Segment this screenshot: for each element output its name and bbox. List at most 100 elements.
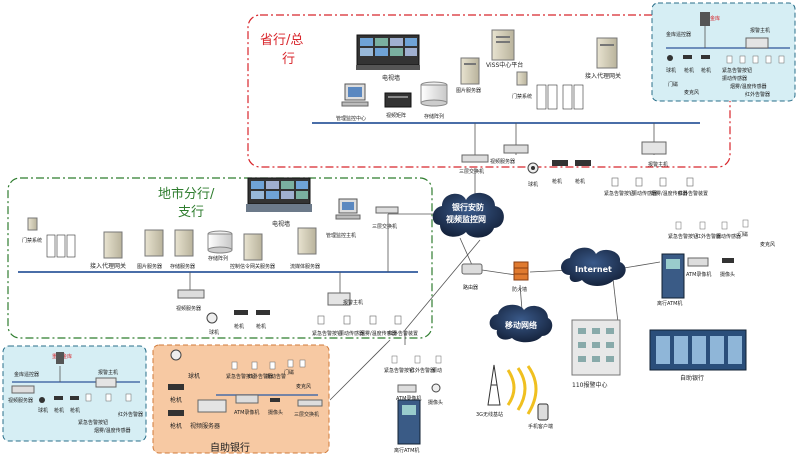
atm-right-mic-label: 麦克风 [760, 241, 775, 248]
vault-left-region [2, 345, 147, 442]
vault-top-alarm-host [745, 37, 769, 49]
vault-left-remote-label: 金库遥控器 [14, 371, 39, 378]
self-service-video-server-label: 视频服务器 [190, 422, 220, 430]
province-door-panels [536, 84, 584, 110]
vault-top-sensors [726, 55, 785, 64]
base-station-label: 3G无线基站 [476, 411, 503, 418]
atm-center-emergency-label: 紧急告警按钮 [384, 367, 414, 374]
self-service-ptz-label: 枪机 [170, 422, 182, 430]
self-service-title: 自助银行 [210, 441, 250, 454]
city-video-server-label: 视频服务器 [176, 305, 201, 312]
vault-top-alarm-host-label: 报警主机 [750, 27, 770, 34]
province-video-server-label: 视频服务器 [490, 158, 515, 165]
province-ir-label: 红外告警装置 [678, 190, 708, 197]
self-service-dome [170, 349, 182, 361]
atm-center-sensors [391, 355, 442, 364]
city-ctrl-server-label: 控制信令网关服务器 [230, 263, 275, 270]
province-gun-camera-1 [552, 160, 568, 166]
province-alarm-host [641, 141, 667, 155]
province-emergency-label: 紧急告警按钮 [604, 190, 634, 197]
city-cameras [206, 310, 270, 324]
city-title-line2: 支行 [178, 205, 204, 220]
router-icon [461, 263, 483, 275]
city-gateway-label: 接入代理网关 [90, 262, 126, 270]
self-service-camera [270, 398, 280, 402]
security-net-cloud [432, 192, 504, 238]
self-service-ir-label: 红外告警器 [248, 373, 273, 380]
firewall-icon [513, 261, 529, 281]
atm-center-machine [397, 399, 421, 445]
mobile-client-label: 手机客户端 [528, 423, 553, 430]
vault-top-vibration-label: 振动传感器 [722, 75, 747, 82]
vault-left-cameras [39, 396, 79, 403]
city-mgmt-label: 管理监控主机 [326, 232, 356, 239]
mobile-phone-icon [537, 403, 549, 421]
vault-top-remote-label: 金库遥控器 [666, 31, 691, 38]
city-gun2-label: 枪机 [256, 323, 266, 330]
vault-left-video-server [11, 385, 35, 394]
self-service-camera-label: 摄像头 [268, 409, 283, 416]
province-tv-wall-label: 电视墙 [382, 74, 400, 82]
province-mgmt-label: 管理监控中心 [336, 115, 366, 122]
security-net-label-1: 银行安防 [451, 202, 484, 212]
self-service-l3-switch-label: 三层交换机 [294, 411, 319, 418]
city-gun1-label: 枪机 [234, 323, 244, 330]
self-bank-right-label: 自助银行 [680, 374, 704, 382]
vault-top-gun1-label: 枪机 [684, 67, 694, 74]
province-image-server [460, 57, 480, 85]
vault-top-title: 重要金库 [700, 15, 720, 22]
atm-right-label: 离行ATM机 [657, 300, 682, 307]
city-storage-server-label: 存储服务器 [170, 263, 195, 270]
city-title-line1: 地市分行/ [158, 186, 215, 202]
province-gun2-label: 枪机 [575, 178, 585, 185]
vault-left-gun2-label: 枪机 [70, 407, 80, 414]
self-service-mic-label: 麦克风 [296, 383, 311, 390]
atm-right-recorder-label: ATM录像机 [686, 271, 711, 278]
atm-center-recorder-label: ATM录像机 [396, 395, 421, 402]
atm-right-vibration-label: 振动传感器 [716, 233, 741, 240]
city-door-system [27, 217, 38, 231]
self-service-atm-recorder [235, 394, 259, 404]
city-sensors [317, 315, 402, 325]
atm-center-camera [431, 383, 441, 393]
city-tv-wall-label: 电视墙 [272, 220, 290, 228]
vault-left-gun1-label: 枪机 [54, 407, 64, 414]
city-door-label: 门禁系统 [22, 237, 42, 244]
province-storage-array [420, 81, 448, 107]
atm-center-label: 离行ATM机 [394, 447, 419, 454]
self-service-vibration-label: 振动告警 [266, 373, 286, 380]
province-access-gateway [596, 37, 618, 69]
city-region-border [7, 177, 433, 339]
city-l3-switch [375, 206, 399, 214]
atm-center-ir-label: 红外告警器 [410, 367, 435, 374]
vault-top-cameras [667, 55, 710, 61]
city-smoke-label: 烟雾/温度传感器 [360, 330, 397, 337]
mobile-net-label: 移动网络 [505, 320, 537, 330]
self-service-atm-recorder-label: ATM录像机 [234, 409, 259, 416]
internet-cloud [561, 247, 626, 286]
province-l3-switch [461, 154, 489, 163]
city-door-panels [46, 234, 76, 258]
city-storage-array-label: 存储阵列 [208, 255, 228, 262]
vault-top-gun2-label: 枪机 [701, 67, 711, 74]
vault-top-ir-label: 红外告警器 [745, 91, 770, 98]
atm-right-ir-label: 红外告警器 [696, 233, 721, 240]
city-alarm-host [327, 292, 351, 306]
atm-right-door-label: 门磁 [738, 231, 748, 238]
self-service-video-server [197, 399, 227, 413]
atm-right-camera-label: 摄像头 [720, 271, 735, 278]
province-storage-label: 存储阵列 [424, 113, 444, 120]
province-viss-label: ViSS中心平台 [486, 61, 523, 69]
vault-left-sensors [85, 393, 132, 402]
province-alarm-host-label: 报警主机 [648, 161, 668, 168]
city-l3-switch-label: 三层交换机 [372, 223, 397, 230]
security-net-label-2: 视频监控网 [446, 214, 486, 224]
province-door-system [516, 71, 528, 86]
vault-left-video-server-label: 视频服务器 [8, 397, 33, 404]
province-video-matrix [384, 92, 412, 108]
province-gun1-label: 枪机 [552, 178, 562, 185]
vault-top-smoke-label: 烟雾/温度传感器 [730, 83, 767, 90]
city-image-server-label: 图片服务器 [137, 263, 162, 270]
province-image-server-label: 图片服务器 [456, 87, 481, 94]
vault-left-remote-icon [56, 352, 64, 364]
